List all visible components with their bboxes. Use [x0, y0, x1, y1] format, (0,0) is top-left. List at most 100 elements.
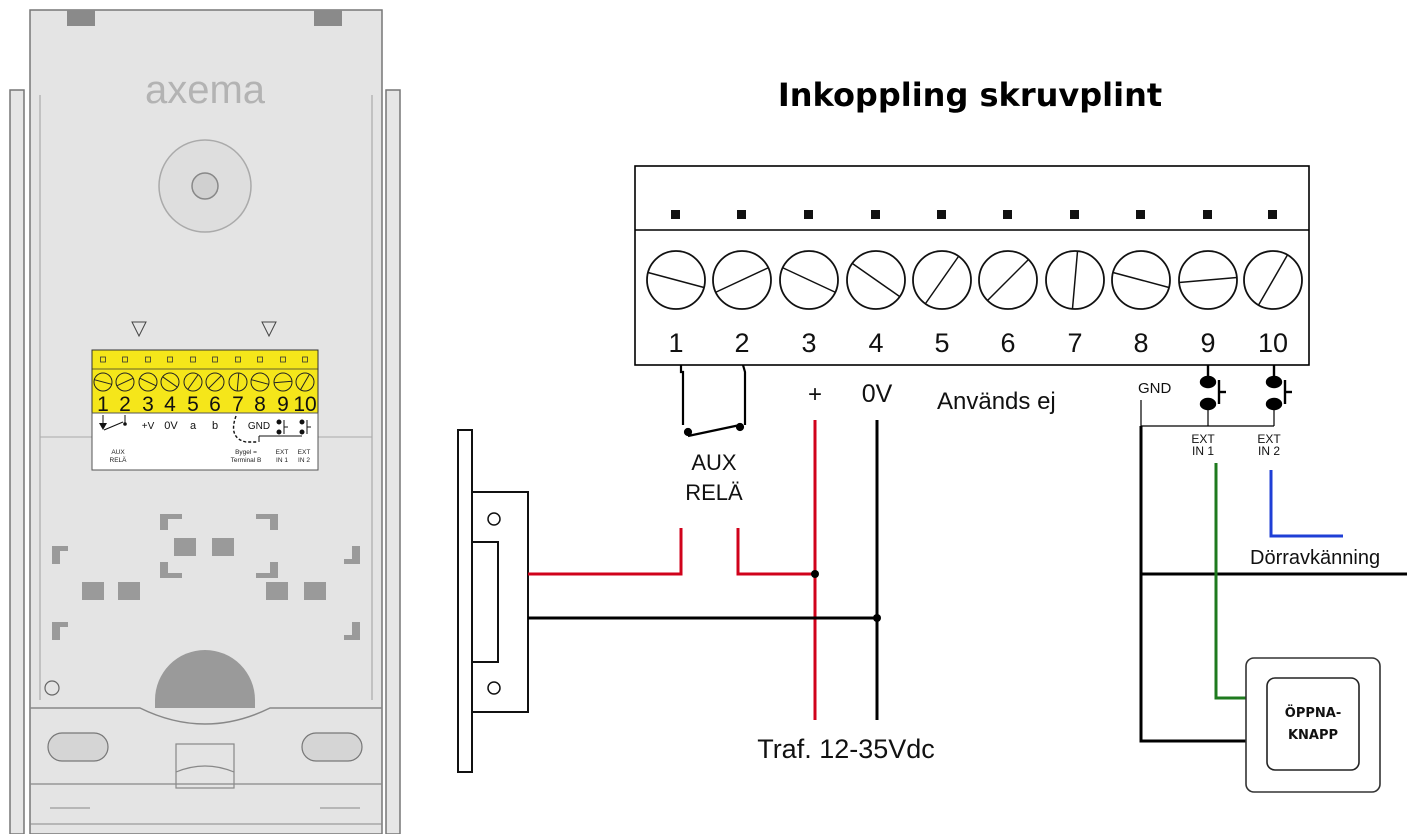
terminal-block	[634, 165, 1310, 366]
terminal-indicator	[1070, 210, 1079, 219]
legend-relay-icon	[99, 415, 127, 431]
wire-ext-in1	[1214, 463, 1246, 700]
legend-in2: IN 2	[298, 457, 310, 464]
small-screw-icon	[160, 372, 180, 392]
legend-in1: IN 1	[276, 457, 288, 464]
terminal-number: 4	[868, 328, 883, 358]
small-terminal-indicator	[235, 356, 241, 363]
terminal-indicator	[937, 210, 946, 219]
small-screw-icon	[295, 372, 315, 392]
wire-lock-to-relay	[528, 528, 683, 576]
marker-triangle-icon	[261, 321, 277, 338]
mounting-slots	[52, 514, 360, 640]
legend-zero-v: 0V	[164, 420, 178, 432]
terminal-number: 8	[1133, 328, 1148, 358]
legend-terminal-b: Terminal B	[231, 457, 262, 464]
legend-plus-v: +V	[142, 421, 155, 432]
screw-icon	[1045, 250, 1105, 310]
small-terminal-number: 6	[209, 393, 221, 416]
ext-in1-sub-label: IN 1	[1192, 444, 1214, 458]
small-terminal-number: 8	[254, 393, 266, 416]
diagram-title: Inkoppling skruvplint	[778, 76, 1162, 114]
lens-icon	[191, 172, 219, 200]
zero-v-label: 0V	[862, 380, 893, 408]
small-screw-icon	[183, 372, 203, 392]
small-terminal-indicator	[302, 356, 308, 363]
small-screw-icon	[228, 372, 248, 392]
legend-ext2: EXT	[298, 449, 311, 456]
ext-in2-sub-label: IN 2	[1258, 444, 1280, 458]
aux-label: AUX	[691, 450, 737, 475]
open-button-sub-label: KNAPP	[1288, 728, 1338, 743]
ext-input-switch-icon	[1199, 365, 1292, 411]
legend-rela: RELÄ	[110, 456, 128, 464]
screw-icon	[646, 250, 706, 310]
legend-bygel: Bygel =	[235, 449, 257, 456]
screw-icon	[712, 250, 772, 310]
small-terminal-number: 1	[97, 393, 109, 416]
aux-relay-icon	[679, 364, 747, 438]
door-strike-lock	[457, 429, 529, 773]
small-terminal-indicator	[212, 356, 218, 363]
small-terminals	[93, 356, 315, 392]
terminal-number: 7	[1067, 328, 1082, 358]
small-terminal-number: 4	[164, 393, 176, 416]
small-screw-icon	[115, 372, 135, 392]
small-terminal-indicator	[257, 356, 263, 363]
terminal-indicator	[1203, 210, 1212, 219]
small-screw-icon	[205, 372, 225, 392]
screw-icon	[1111, 250, 1171, 310]
supply-label: Traf. 12-35Vdc	[757, 734, 935, 764]
gnd-label: GND	[1138, 380, 1172, 397]
open-button-label: ÖPPNA-	[1285, 705, 1341, 721]
small-terminal-indicator	[122, 356, 128, 363]
terminal-indicator	[1003, 210, 1012, 219]
screw-icon	[978, 250, 1038, 310]
legend-jumper-icon	[232, 415, 258, 443]
small-terminal-indicator	[167, 356, 173, 363]
clip-tab	[67, 10, 95, 26]
small-terminal-indicator	[145, 356, 151, 363]
terminal-number: 1	[668, 328, 683, 358]
terminal-indicator	[1136, 210, 1145, 219]
legend-ext1: EXT	[276, 449, 289, 456]
terminal-number: 10	[1258, 328, 1288, 358]
unused-terminals-label: Används ej	[937, 388, 1056, 415]
rela-label: RELÄ	[685, 480, 743, 505]
open-button-box	[1245, 657, 1381, 793]
terminal-number: 2	[734, 328, 749, 358]
screw-icon	[779, 250, 839, 310]
terminal-indicator	[1268, 210, 1277, 219]
legend-gnd: GND	[248, 421, 270, 432]
terminal-indicator	[804, 210, 813, 219]
terminal-number: 3	[801, 328, 816, 358]
mount-slot	[301, 732, 363, 762]
terminal-number: 9	[1200, 328, 1215, 358]
small-screw-icon	[250, 372, 270, 392]
wire-relay-to-plus	[736, 528, 815, 576]
small-terminal-number: 5	[187, 393, 199, 416]
small-terminal-indicator	[280, 356, 286, 363]
screw-icon	[1178, 250, 1238, 310]
small-terminal-number: 3	[142, 393, 154, 416]
screw-hole	[44, 680, 60, 696]
terminal-number: 6	[1000, 328, 1015, 358]
screw-icon	[912, 250, 972, 310]
ext-in2-label: EXT	[1257, 432, 1281, 446]
small-terminal-indicator	[190, 356, 196, 363]
small-terminal-number: 2	[119, 393, 131, 416]
wire-ext-in2	[1269, 470, 1343, 538]
small-terminal-numbers: 1 2 3 4 5 6 7 8 9 10	[97, 393, 317, 416]
cable-entry	[155, 650, 255, 708]
clip-tab	[314, 10, 342, 26]
screw-icon	[846, 250, 906, 310]
legend-aux: AUX	[111, 449, 125, 456]
terminal-screws	[646, 210, 1303, 310]
plus-label: +	[808, 381, 822, 408]
terminal-indicator	[871, 210, 880, 219]
small-terminal-number: 10	[293, 393, 316, 416]
terminal-numbers: 1 2 3 4 5 6 7 8 9 10	[668, 328, 1288, 358]
terminal-number: 5	[934, 328, 949, 358]
junction-dot	[811, 570, 819, 578]
